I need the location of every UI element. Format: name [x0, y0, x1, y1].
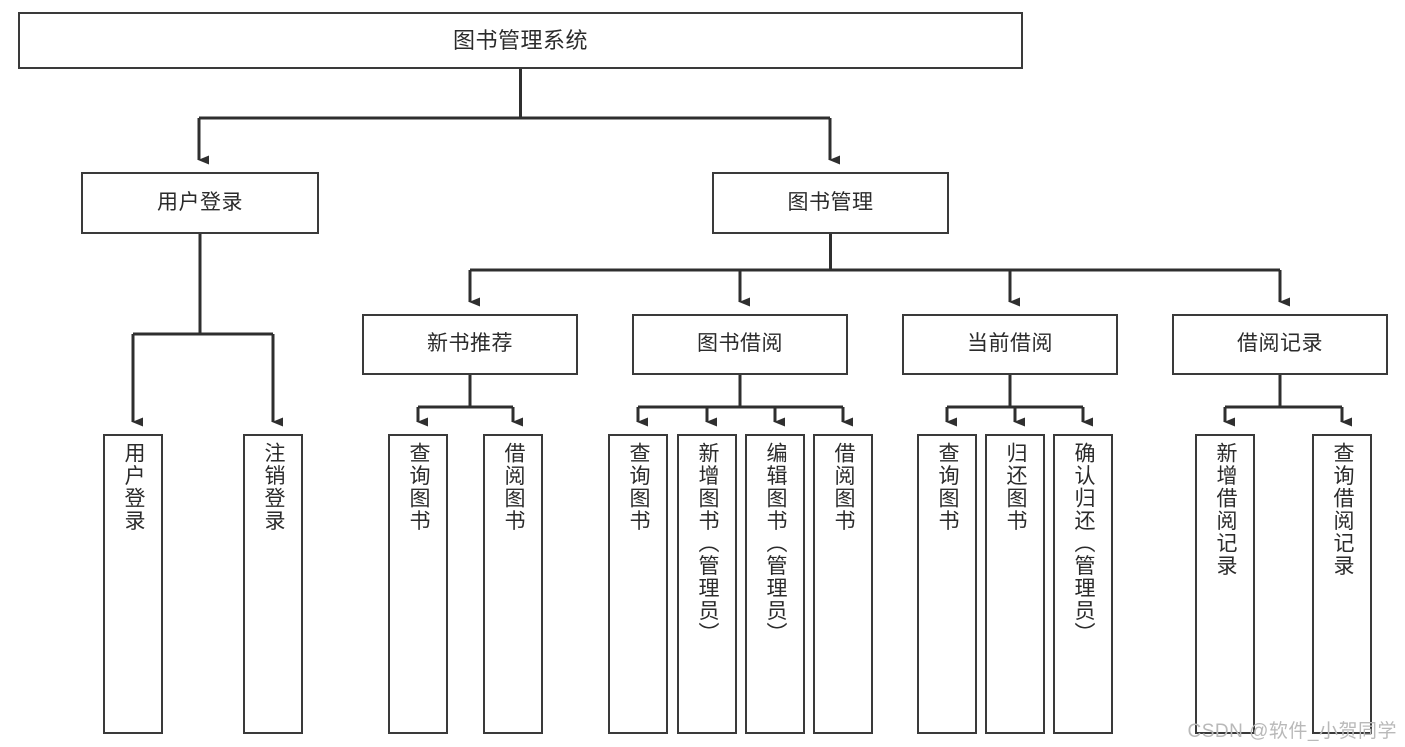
node-leaf-user-login-label: 用户登录: [122, 442, 146, 532]
node-leaf-return-book[interactable]: 归还图书: [985, 434, 1045, 734]
node-leaf-user-logout[interactable]: 注销登录: [243, 434, 303, 734]
node-new-book-recommend[interactable]: 新书推荐: [362, 314, 578, 375]
node-new-book-recommend-label: 新书推荐: [427, 332, 513, 356]
edge-group-borrow-record: [1223, 375, 1352, 427]
node-leaf-edit-book[interactable]: 编辑图书（管理员）: [745, 434, 805, 734]
node-leaf-add-record-label: 新增借阅记录: [1214, 442, 1238, 577]
node-book-borrow[interactable]: 图书借阅: [632, 314, 848, 375]
edge-group-root: [197, 69, 840, 165]
node-leaf-borrow-book-label: 借阅图书: [832, 442, 856, 532]
edge-group-book-borrow: [636, 375, 853, 427]
node-leaf-borrow-book-rec-label: 借阅图书: [502, 442, 526, 532]
node-leaf-query-book-rec-label: 查询图书: [407, 442, 431, 532]
node-user-login[interactable]: 用户登录: [81, 172, 319, 234]
node-leaf-edit-book-label: 编辑图书（管理员）: [764, 442, 788, 645]
edge-group-user-login: [131, 234, 283, 427]
node-leaf-query-record[interactable]: 查询借阅记录: [1312, 434, 1372, 734]
node-book-borrow-label: 图书借阅: [697, 332, 783, 356]
node-root[interactable]: 图书管理系统: [18, 12, 1023, 69]
node-current-borrow[interactable]: 当前借阅: [902, 314, 1118, 375]
node-leaf-borrow-book[interactable]: 借阅图书: [813, 434, 873, 734]
node-root-label: 图书管理系统: [452, 27, 588, 53]
node-book-manage-label: 图书管理: [787, 190, 874, 214]
node-leaf-user-login[interactable]: 用户登录: [103, 434, 163, 734]
node-leaf-add-record[interactable]: 新增借阅记录: [1195, 434, 1255, 734]
node-borrow-record[interactable]: 借阅记录: [1172, 314, 1388, 375]
node-leaf-borrow-book-rec[interactable]: 借阅图书: [483, 434, 543, 734]
node-borrow-record-label: 借阅记录: [1237, 332, 1323, 356]
node-leaf-query-book-rec[interactable]: 查询图书: [388, 434, 448, 734]
node-leaf-return-book-label: 归还图书: [1004, 442, 1028, 532]
node-leaf-query-book-current-label: 查询图书: [936, 442, 960, 532]
edge-group-current-borrow: [945, 375, 1093, 427]
node-leaf-query-book-borrow-label: 查询图书: [627, 442, 651, 532]
node-leaf-add-book-label: 新增图书（管理员）: [696, 442, 720, 645]
node-user-login-label: 用户登录: [157, 190, 243, 214]
node-book-manage[interactable]: 图书管理: [712, 172, 949, 234]
node-leaf-confirm-return-label: 确认归还（管理员）: [1072, 442, 1096, 645]
edge-group-book-manage: [468, 234, 1290, 307]
node-leaf-query-book-borrow[interactable]: 查询图书: [608, 434, 668, 734]
node-leaf-user-logout-label: 注销登录: [262, 442, 286, 532]
node-leaf-query-book-current[interactable]: 查询图书: [917, 434, 977, 734]
node-current-borrow-label: 当前借阅: [967, 332, 1053, 356]
node-leaf-add-book[interactable]: 新增图书（管理员）: [677, 434, 737, 734]
edge-group-new-book-recommend: [416, 375, 523, 427]
node-leaf-confirm-return[interactable]: 确认归还（管理员）: [1053, 434, 1113, 734]
node-leaf-query-record-label: 查询借阅记录: [1331, 442, 1355, 577]
